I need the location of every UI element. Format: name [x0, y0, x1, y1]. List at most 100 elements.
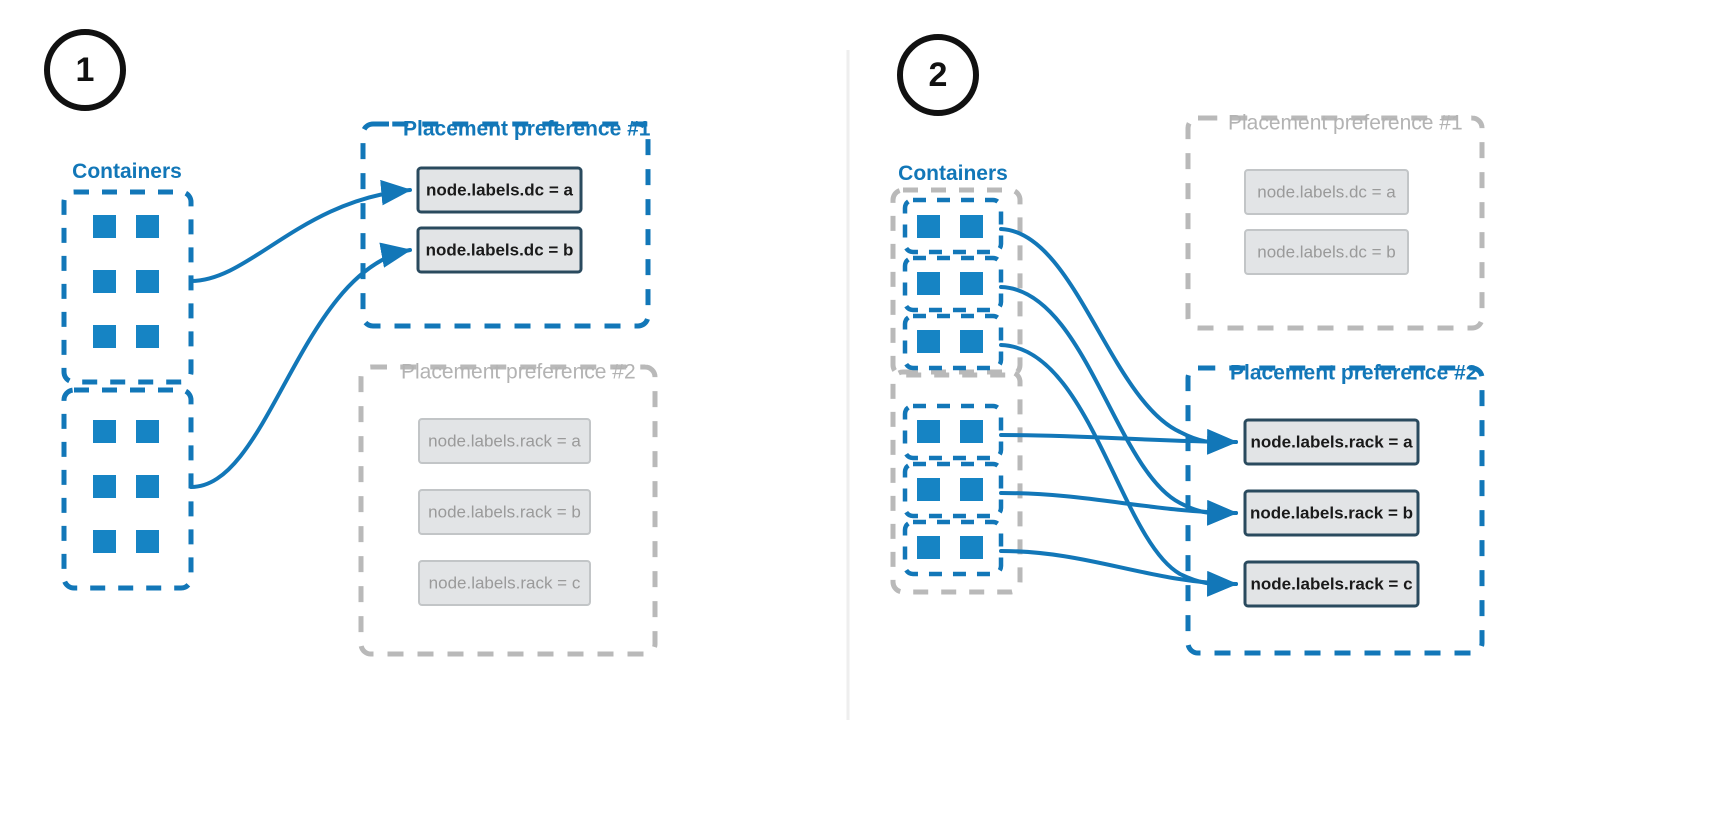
- container-square: [136, 215, 159, 238]
- containers-group: [61, 387, 194, 591]
- container-square: [960, 478, 983, 501]
- container-square: [136, 325, 159, 348]
- label-chip-text: node.labels.rack = c: [429, 573, 581, 592]
- container-row-group: [902, 313, 1004, 371]
- placement-preference-group: Placement preference #2 node.labels.rack …: [1185, 362, 1485, 656]
- container-square: [960, 215, 983, 238]
- container-row-outline: [902, 403, 1004, 461]
- connector-arrow: [999, 428, 1238, 455]
- label-chip: node.labels.rack = c: [1243, 560, 1420, 608]
- container-row-group: [902, 197, 1004, 255]
- step-badge-number: 2: [929, 56, 948, 94]
- container-row-outline: [902, 519, 1004, 577]
- placement-preference-outline: [360, 121, 651, 329]
- placement-preference-outline: [1185, 115, 1485, 331]
- label-chip-text: node.labels.rack = c: [1250, 574, 1412, 593]
- containers-label: Containers: [898, 162, 1008, 185]
- container-square: [960, 272, 983, 295]
- containers-group-outline: [61, 387, 194, 591]
- label-chip: node.labels.rack = c: [418, 560, 591, 606]
- container-square: [917, 536, 940, 559]
- label-chip: node.labels.dc = b: [416, 226, 583, 274]
- label-chip: node.labels.dc = b: [1244, 229, 1409, 275]
- step-badge-number: 1: [76, 51, 95, 89]
- container-square: [917, 330, 940, 353]
- placement-preference-group: Placement preference #1 node.labels.dc = …: [360, 118, 651, 329]
- container-row-outline: [902, 461, 1004, 519]
- container-square: [136, 475, 159, 498]
- label-chip-text: node.labels.dc = a: [1257, 182, 1396, 201]
- placement-preference-outline: [358, 364, 658, 657]
- connector-arrow: [189, 242, 412, 489]
- label-chip-box: [418, 560, 591, 606]
- label-chip-text: node.labels.rack = b: [1250, 503, 1413, 522]
- container-row-group: [902, 461, 1004, 519]
- container-square: [917, 272, 940, 295]
- label-chip: node.labels.dc = a: [1244, 169, 1409, 215]
- container-square: [93, 475, 116, 498]
- containers-group: [61, 189, 194, 385]
- placement-preference-group: Placement preference #2 node.labels.rack …: [358, 361, 658, 657]
- container-square: [93, 215, 116, 238]
- label-chip-box: [1243, 489, 1420, 537]
- container-square: [136, 270, 159, 293]
- label-chip: node.labels.rack = b: [1243, 489, 1420, 537]
- container-square: [917, 420, 940, 443]
- label-chip: node.labels.rack = b: [418, 489, 591, 535]
- containers-outer-group-outline: [890, 369, 1023, 595]
- container-square: [93, 420, 116, 443]
- label-chip-box: [418, 489, 591, 535]
- container-row-outline: [902, 197, 1004, 255]
- label-chip-box: [1243, 560, 1420, 608]
- placement-preference-title: Placement preference #2: [1230, 362, 1477, 385]
- container-square: [960, 420, 983, 443]
- container-square: [136, 420, 159, 443]
- label-chip-box: [1244, 169, 1409, 215]
- container-square: [917, 215, 940, 238]
- connector-arrow: [999, 549, 1238, 597]
- label-chip-text: node.labels.dc = a: [426, 180, 573, 199]
- step-badge-circle: [897, 34, 979, 116]
- connector-arrow: [999, 491, 1238, 526]
- container-square: [960, 330, 983, 353]
- container-square: [93, 270, 116, 293]
- connector-arrow: [189, 179, 412, 283]
- label-chip: node.labels.dc = a: [416, 166, 583, 214]
- containers-label: Containers: [72, 160, 182, 183]
- label-chip-box: [418, 418, 591, 464]
- containers-group-outline: [61, 189, 194, 385]
- container-square: [136, 530, 159, 553]
- container-row-outline: [902, 313, 1004, 371]
- label-chip: node.labels.rack = a: [1243, 418, 1420, 466]
- placement-preference-title: Placement preference #2: [401, 361, 636, 384]
- container-square: [917, 478, 940, 501]
- connector-arrow: [999, 343, 1238, 597]
- container-row-group: [902, 255, 1004, 313]
- container-square: [960, 536, 983, 559]
- label-chip-box: [416, 226, 583, 274]
- containers-outer-group-outline: [890, 187, 1023, 378]
- label-chip-text: node.labels.rack = a: [428, 431, 581, 450]
- container-row-outline: [902, 255, 1004, 313]
- placement-preference-outline: [1185, 365, 1485, 656]
- placement-preference-title: Placement preference #1: [403, 118, 651, 141]
- container-square: [93, 325, 116, 348]
- label-chip-text: node.labels.rack = b: [428, 502, 581, 521]
- label-chip-box: [1243, 418, 1420, 466]
- label-chip-text: node.labels.dc = b: [1257, 242, 1395, 261]
- label-chip: node.labels.rack = a: [418, 418, 591, 464]
- connector-arrow: [999, 227, 1238, 455]
- label-chip-text: node.labels.rack = a: [1250, 432, 1413, 451]
- label-chip-box: [1244, 229, 1409, 275]
- step-badge-circle: [44, 29, 126, 111]
- container-square: [93, 530, 116, 553]
- label-chip-box: [416, 166, 583, 214]
- label-chip-text: node.labels.dc = b: [426, 240, 574, 259]
- container-row-group: [902, 403, 1004, 461]
- container-row-group: [902, 519, 1004, 577]
